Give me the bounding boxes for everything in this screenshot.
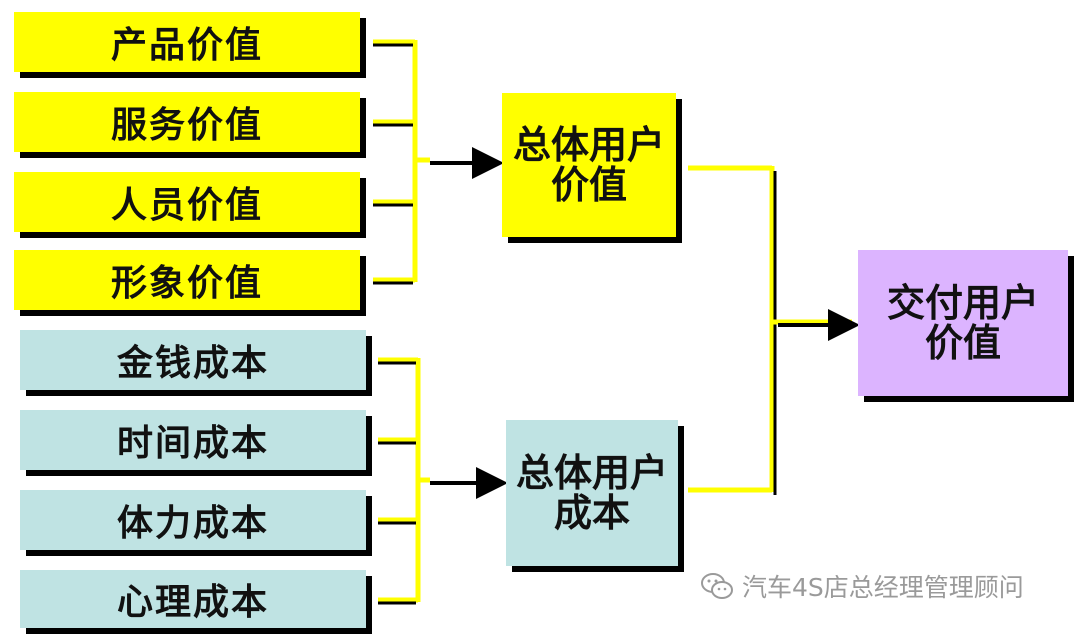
delivered-value-box: 交付用户 价值 [858, 250, 1068, 396]
cost-bracket [378, 357, 508, 605]
cost-item-money: 金钱成本 [20, 330, 366, 390]
watermark: 汽车4S店总经理管理顾问 [700, 568, 1024, 604]
wechat-icon [701, 573, 733, 599]
merge-bracket [688, 165, 860, 495]
value-item-image: 形象价值 [14, 250, 360, 310]
value-item-product: 产品价值 [14, 12, 360, 72]
total-cost-box: 总体用户 成本 [506, 420, 678, 566]
watermark-text: 汽车4S店总经理管理顾问 [742, 573, 1024, 602]
value-bracket [373, 39, 504, 285]
value-item-personnel: 人员价值 [14, 172, 360, 232]
cost-item-time: 时间成本 [20, 410, 366, 470]
cost-item-energy: 体力成本 [20, 490, 366, 550]
total-value-box: 总体用户 价值 [502, 93, 676, 237]
cost-item-psychological: 心理成本 [20, 570, 366, 628]
value-item-service: 服务价值 [14, 92, 360, 152]
